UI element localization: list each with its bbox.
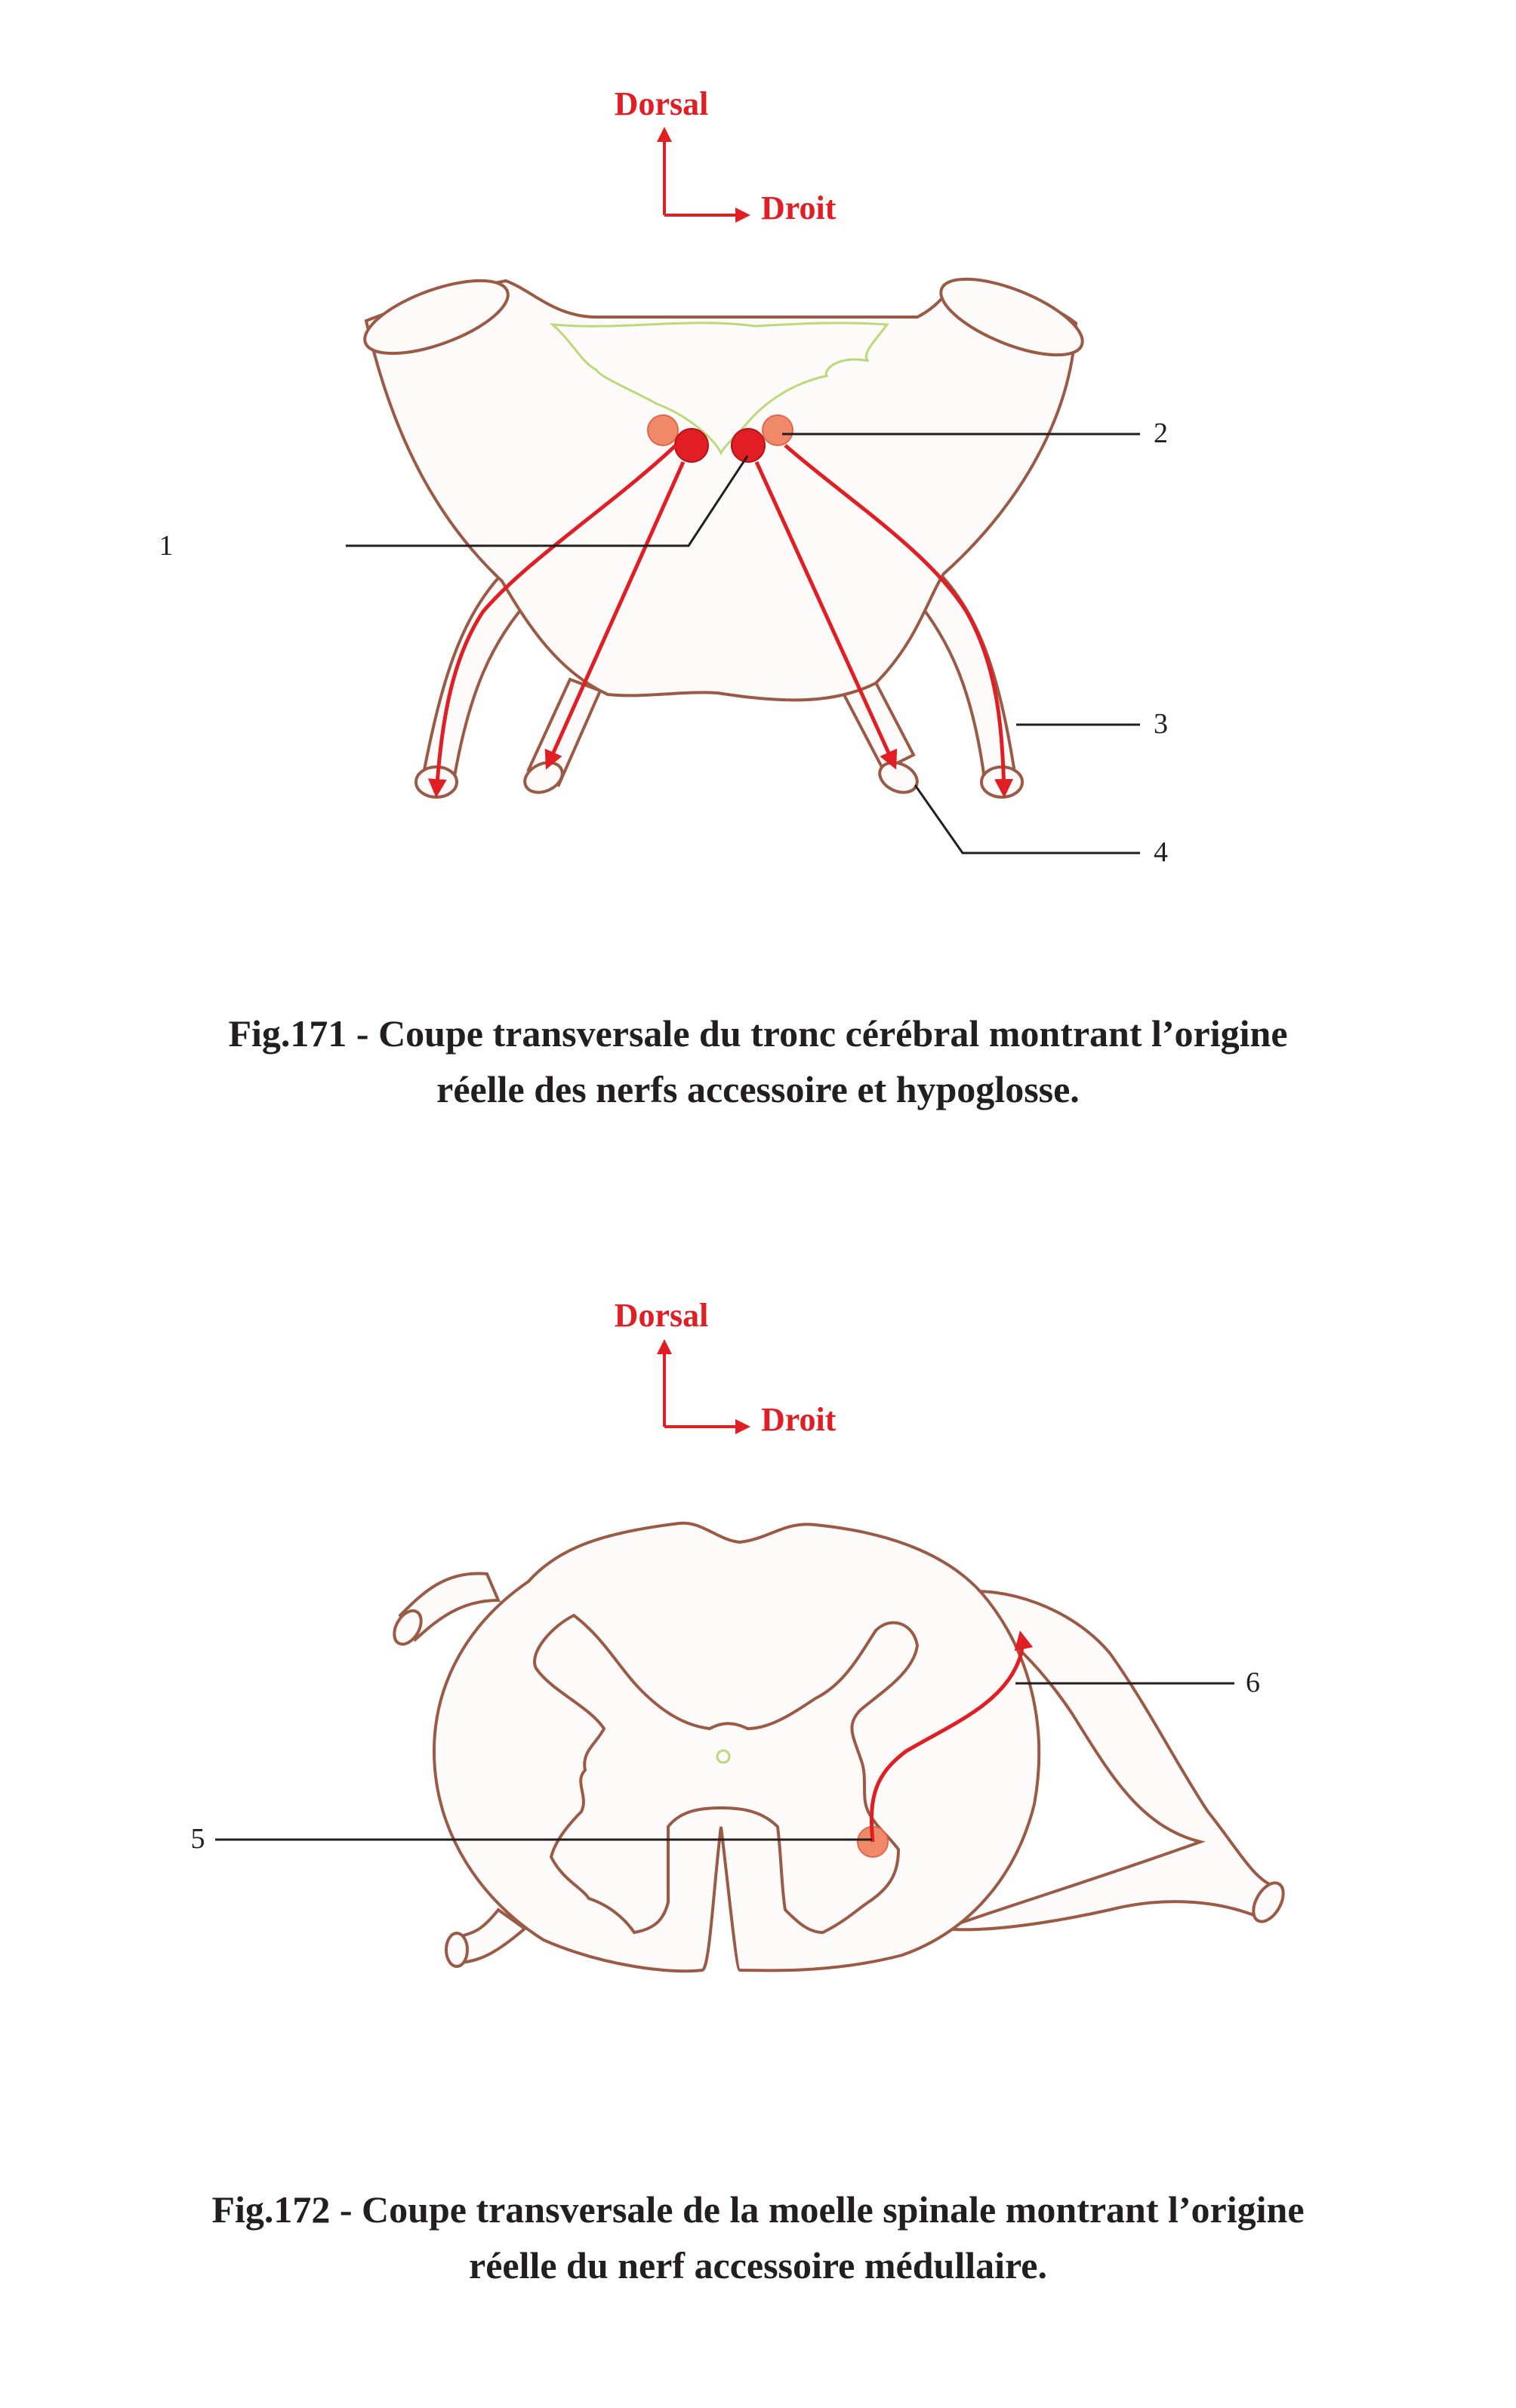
label-6: 6: [1246, 1667, 1260, 1698]
dorsal-label: Dorsal: [615, 1297, 709, 1334]
label-4: 4: [1154, 836, 1168, 868]
hypoglossal-nerve-right: [911, 571, 1024, 799]
accessory-nucleus-right: [762, 414, 793, 446]
leader-line-4: [914, 784, 1140, 855]
accessory-spinal-root: [943, 1590, 1285, 1932]
figure-172-caption-line1: Fig.172 - Coupe transversale de la moell…: [211, 2188, 1305, 2231]
figure-172: Dorsal Droit 5: [191, 1297, 1285, 1973]
hypoglossal-nucleus-right: [731, 428, 766, 463]
figure-171: Dorsal Droit: [159, 85, 1169, 868]
gray-matter: [533, 1613, 920, 1935]
label-2: 2: [1154, 417, 1168, 449]
label-5: 5: [191, 1823, 205, 1855]
figure-172-caption-line2: réelle du nerf accessoire médullaire.: [469, 2244, 1047, 2286]
label-1: 1: [159, 530, 174, 562]
label-3: 3: [1154, 708, 1168, 740]
peduncle-top-right: [939, 277, 1084, 357]
hypoglossal-nucleus-left: [674, 428, 709, 463]
dorsal-root-left: [393, 1572, 501, 1646]
figure-171-caption-line1: Fig.171 - Coupe transversale du tronc cé…: [228, 1012, 1288, 1055]
accessory-nucleus-left: [647, 414, 679, 446]
orientation-indicator-171: Dorsal Droit: [615, 85, 837, 226]
peduncle-top-left: [363, 279, 510, 356]
brainstem-section: [364, 279, 1078, 702]
fiber-arrow-accessory-right: [784, 444, 1014, 798]
right-label: Droit: [761, 1401, 837, 1438]
figure-171-caption: Fig.171 - Coupe transversale du tronc cé…: [0, 1005, 1516, 1117]
hypoglossal-nerve-left: [414, 571, 535, 799]
fourth-ventricle: [549, 322, 889, 456]
fiber-arrow-hypoglossal-right: [754, 460, 898, 770]
fiber-arrow-accessory-spinal: [869, 1630, 1034, 1843]
fiber-arrow-hypoglossal-left: [544, 460, 686, 770]
leader-line-1: [346, 455, 749, 547]
dorsal-label: Dorsal: [615, 85, 709, 122]
ventral-root-left: [445, 1908, 528, 1968]
orientation-indicator-172: Dorsal Droit: [615, 1297, 837, 1438]
right-label: Droit: [761, 189, 837, 226]
figure-171-caption-line2: réelle des nerfs accessoire et hypogloss…: [436, 1068, 1080, 1110]
central-canal: [716, 1749, 731, 1764]
figure-172-caption: Fig.172 - Coupe transversale de la moell…: [0, 2182, 1516, 2293]
fiber-arrow-accessory-left: [427, 444, 677, 798]
